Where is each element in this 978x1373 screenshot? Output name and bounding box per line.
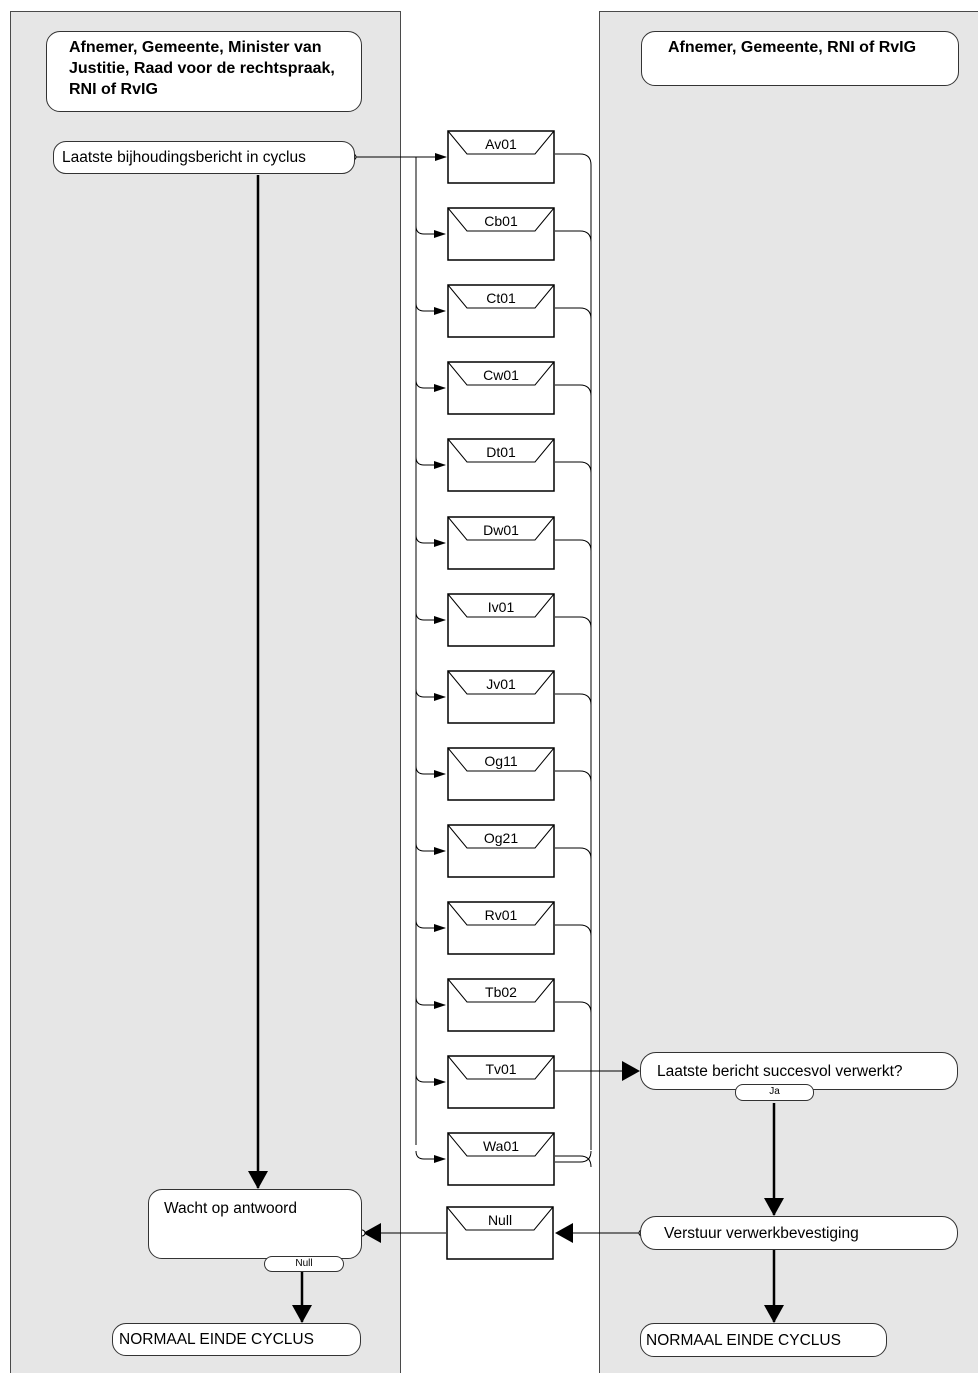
branch-arrow (415, 688, 446, 701)
right-swimlane (599, 11, 978, 1373)
message-envelope: Av01 (447, 130, 555, 184)
decision-node-label: Laatste bericht succesvol verwerkt? (657, 1063, 903, 1080)
envelope-icon (447, 747, 555, 801)
message-envelope: Dt01 (447, 438, 555, 492)
collector-branch (555, 461, 592, 474)
branch-arrow (415, 379, 446, 392)
right-lane-title: Afnemer, Gemeente, RNI of RvIG (668, 39, 917, 56)
null-message-envelope: Null (446, 1206, 554, 1260)
collector-branch (555, 693, 592, 706)
left-end-node: NORMAAL EINDE CYCLUS (112, 1323, 361, 1356)
decision-node: Laatste bericht succesvol verwerkt? (640, 1052, 958, 1090)
start-node-label: Laatste bijhoudingsbericht in cyclus (62, 149, 306, 166)
wait-node-label: Wacht op antwoord (164, 1200, 297, 1217)
collector-branch (555, 230, 592, 243)
left-end-label: NORMAAL EINDE CYCLUS (119, 1331, 314, 1348)
branch-arrow (415, 225, 446, 238)
message-label: Tv01 (485, 1061, 517, 1077)
branch-arrow (415, 302, 446, 315)
message-envelope: Dw01 (447, 516, 555, 570)
branch-arrow (415, 611, 446, 624)
message-label: Dw01 (483, 522, 519, 538)
collector-branch (555, 616, 592, 629)
collector-branch (555, 539, 592, 552)
left-lane-header: Afnemer, Gemeente, Minister van Justitie… (46, 31, 362, 112)
envelope-icon (447, 1132, 555, 1186)
message-label: Av01 (485, 136, 517, 152)
message-envelope: Ct01 (447, 284, 555, 338)
collector-branch (555, 924, 592, 937)
message-label: Tb02 (485, 984, 517, 1000)
message-envelope: Jv01 (447, 670, 555, 724)
message-envelope: Iv01 (447, 593, 555, 647)
envelope-icon (447, 516, 555, 570)
message-label: Dt01 (486, 444, 516, 460)
envelope-icon (446, 1206, 554, 1260)
branch-arrow (415, 996, 446, 1009)
collector-branch (555, 384, 592, 397)
envelope-icon (447, 670, 555, 724)
message-envelope: Tb02 (447, 978, 555, 1032)
envelope-icon (447, 1055, 555, 1109)
branch-arrow (415, 765, 446, 778)
message-label: Og11 (484, 753, 518, 769)
message-envelope: Rv01 (447, 901, 555, 955)
message-label: Rv01 (484, 907, 518, 923)
message-envelope: Og11 (447, 747, 555, 801)
collector-branch (555, 307, 592, 320)
envelope-icon (447, 284, 555, 338)
message-label: Og21 (483, 830, 519, 846)
branch-arrow (415, 534, 446, 547)
right-end-node: NORMAAL EINDE CYCLUS (640, 1323, 887, 1357)
branch-arrow (415, 842, 446, 855)
null-message-label: Null (487, 1212, 513, 1228)
collector-branch (555, 770, 592, 783)
message-label: Cb01 (484, 213, 518, 229)
send-node-label: Verstuur verwerkbevestiging (664, 1225, 859, 1242)
left-swimlane (10, 11, 401, 1373)
collector-branch (555, 847, 592, 860)
message-label: Jv01 (486, 676, 516, 692)
envelope-icon (447, 978, 555, 1032)
collector-branch (555, 1001, 592, 1014)
decision-ja-tag: Ja (735, 1084, 814, 1101)
envelope-icon (447, 593, 555, 647)
envelope-icon (447, 207, 555, 261)
envelope-icon (447, 130, 555, 184)
envelope-icon (447, 438, 555, 492)
collector-close (555, 1150, 592, 1163)
message-label: Cw01 (483, 367, 519, 383)
envelope-icon (447, 361, 555, 415)
branch-arrow (415, 1150, 446, 1163)
collector-branch (555, 1155, 592, 1168)
message-label: Ct01 (486, 290, 516, 306)
message-envelope: Wa01 (447, 1132, 555, 1186)
branch-arrow (415, 456, 446, 469)
message-label: Iv01 (487, 599, 515, 615)
right-end-label: NORMAAL EINDE CYCLUS (646, 1332, 841, 1349)
right-lane-header: Afnemer, Gemeente, RNI of RvIG (641, 31, 959, 86)
message-envelope: Tv01 (447, 1055, 555, 1109)
left-lane-title: Afnemer, Gemeente, Minister van Justitie… (69, 39, 335, 98)
send-node: Verstuur verwerkbevestiging (640, 1216, 958, 1250)
branch-arrow (415, 919, 446, 932)
message-label: Wa01 (482, 1138, 520, 1154)
start-node: Laatste bijhoudingsbericht in cyclus (53, 141, 355, 174)
envelope-icon (447, 901, 555, 955)
wait-node: Wacht op antwoord (148, 1189, 362, 1259)
wait-null-tag: Null (264, 1256, 344, 1272)
message-envelope: Og21 (447, 824, 555, 878)
collector-branch (555, 153, 592, 166)
envelope-icon (447, 824, 555, 878)
message-envelope: Cw01 (447, 361, 555, 415)
message-envelope: Cb01 (447, 207, 555, 261)
branch-arrow (415, 1073, 446, 1086)
